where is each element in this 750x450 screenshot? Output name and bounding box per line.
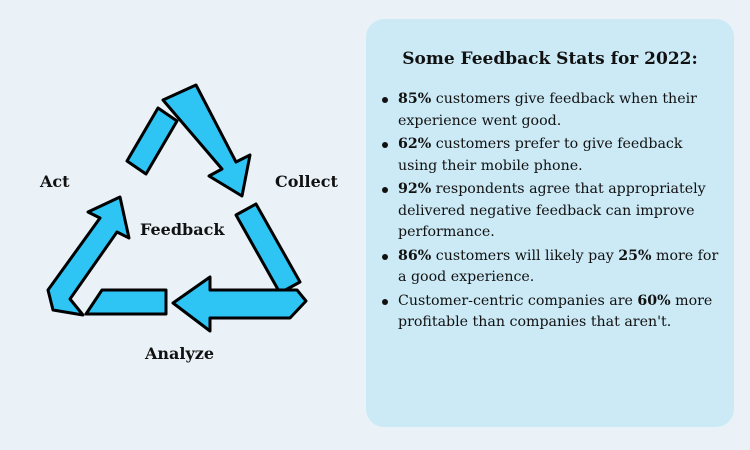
stage-label-collect: Collect bbox=[275, 172, 338, 191]
bullet-icon bbox=[382, 142, 388, 148]
stat-item-5: Customer-centric companies are 60% more … bbox=[380, 291, 720, 334]
stat-text-pre: Customer-centric companies are bbox=[398, 292, 638, 309]
stat-number: 62% bbox=[398, 136, 432, 152]
stat-text-post: more for a good experience. bbox=[398, 247, 719, 286]
cycle-center-label: Feedback bbox=[140, 220, 225, 239]
stat-text: more profitable than companies that aren… bbox=[398, 292, 713, 331]
stat-text: respondents agree that appropriately del… bbox=[398, 181, 706, 240]
stat-number: 85% bbox=[398, 91, 432, 107]
bullet-icon bbox=[382, 187, 388, 193]
stat-item-1: 85% customers give feedback when their e… bbox=[380, 89, 720, 132]
arrow-act-head bbox=[46, 195, 131, 317]
feedback-cycle-diagram: Act Collect Analyze Feedback bbox=[0, 0, 360, 450]
stat-item-4: 86% customers will likely pay 25% more f… bbox=[380, 246, 720, 289]
stat-item-3: 92% respondents agree that appropriately… bbox=[380, 179, 720, 244]
panel-title: Some Feedback Stats for 2022: bbox=[402, 49, 698, 69]
stat-number: 60% bbox=[637, 292, 671, 309]
stage-label-analyze: Analyze bbox=[145, 344, 215, 363]
stats-panel: Some Feedback Stats for 2022: 85% custom… bbox=[366, 19, 734, 427]
stats-list: 85% customers give feedback when their e… bbox=[380, 89, 720, 334]
arrow-analyze-head bbox=[171, 275, 308, 333]
arrow-analyze-segment bbox=[84, 288, 168, 316]
arrow-collect-head bbox=[161, 83, 252, 198]
stat-number-secondary: 25% bbox=[618, 247, 652, 264]
cycle-arrows bbox=[46, 83, 308, 333]
stat-text: customers prefer to give feedback using … bbox=[398, 136, 683, 174]
stat-text: customers will likely pay bbox=[431, 247, 619, 264]
stage-label-act: Act bbox=[40, 172, 70, 191]
stat-number: 86% bbox=[398, 247, 432, 264]
arrow-act-segment bbox=[125, 106, 179, 176]
stat-number: 92% bbox=[398, 181, 432, 197]
stat-text: customers give feedback when their exper… bbox=[398, 91, 697, 129]
bullet-icon bbox=[382, 298, 388, 305]
stat-item-2: 62% customers prefer to give feedback us… bbox=[380, 134, 720, 177]
bullet-icon bbox=[382, 253, 388, 260]
arrow-collect-segment bbox=[234, 202, 302, 295]
bullet-icon bbox=[382, 97, 388, 103]
